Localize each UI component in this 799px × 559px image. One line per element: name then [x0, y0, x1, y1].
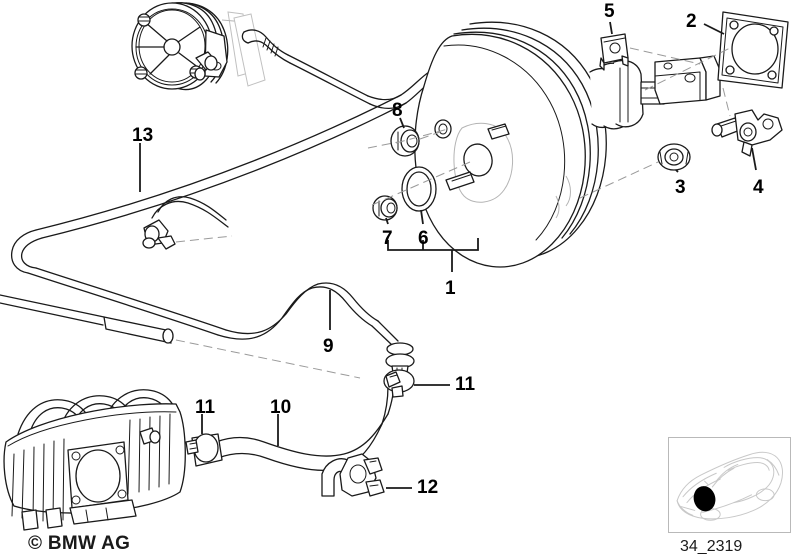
push-rod-clevis: [654, 55, 721, 105]
vacuum-branch-connector: [142, 196, 233, 250]
callout-5: 5: [604, 1, 615, 22]
callout-6: 6: [418, 228, 429, 249]
vacuum-pipe-main: [10, 54, 434, 346]
diagram-id-label: 34_2319: [680, 538, 743, 555]
seal-ring: [401, 166, 437, 212]
callout-3: 3: [675, 177, 686, 198]
callout-leader-lines: [139, 21, 757, 489]
callout-1: 1: [445, 278, 456, 299]
brake-booster-illustration: [414, 21, 721, 268]
booster-gasket-plate: [644, 11, 789, 91]
booster-nut: [579, 143, 691, 199]
pump-spider: [135, 8, 209, 86]
vehicle-locator-thumbnail: [668, 437, 791, 533]
callout-4: 4: [753, 177, 764, 198]
booster-center-axis: [371, 161, 471, 206]
callout-12: 12: [417, 477, 439, 498]
copyright-notice: © BMW AG: [28, 533, 131, 554]
callout-11-left: 11: [195, 397, 216, 418]
callout-2: 2: [686, 11, 697, 32]
vehicle-thumbnail-svg: [676, 451, 783, 521]
callout-10: 10: [270, 397, 292, 418]
connector-elbow: [321, 453, 385, 497]
highlight-marker: [693, 486, 716, 512]
callout-9: 9: [323, 336, 334, 357]
grommet-large: [367, 125, 441, 157]
hose-clamp-right: [383, 369, 415, 398]
retaining-clip: [599, 33, 701, 71]
push-rod-fork: [711, 87, 783, 157]
pipe-end-sleeve: [0, 294, 361, 379]
callout-13: 13: [132, 125, 154, 146]
booster-neck: [589, 59, 665, 130]
callout-7: 7: [382, 228, 393, 249]
callout-11-right: 11: [455, 374, 476, 395]
callout-8: 8: [392, 100, 403, 121]
pump-outlet-hose: [241, 29, 291, 64]
vacuum-pump-illustration: [131, 2, 266, 91]
intake-manifold-illustration: [3, 389, 186, 531]
hose-clamp-left: [185, 433, 223, 467]
